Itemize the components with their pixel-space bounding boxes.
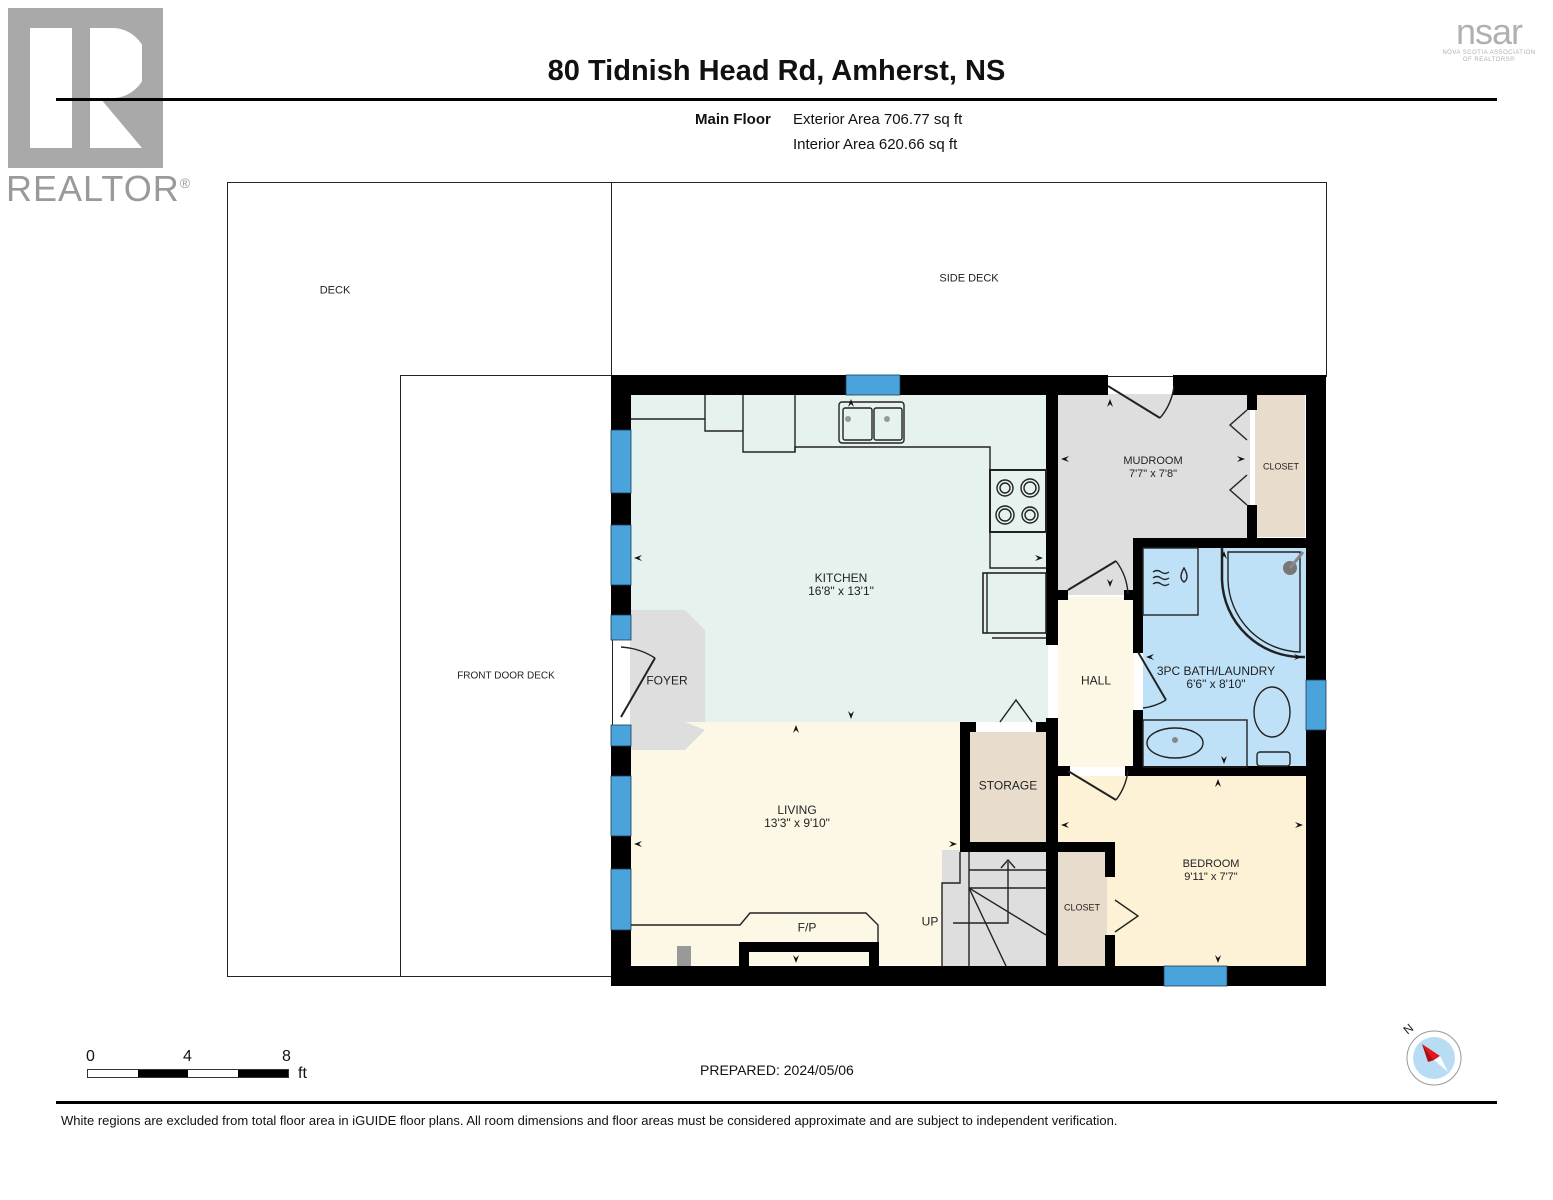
storage-floor — [968, 732, 1046, 842]
footer-divider — [56, 1101, 1497, 1104]
side-deck-area: SIDE DECK — [611, 182, 1327, 377]
front-door-deck-area: FRONT DOOR DECK — [400, 375, 612, 977]
room-foyer: FOYER — [646, 673, 688, 688]
interior-area: Interior Area 620.66 sq ft — [793, 136, 958, 153]
prepared-date: PREPARED: 2024/05/06 — [700, 1062, 854, 1078]
disclaimer-text: White regions are excluded from total fl… — [61, 1113, 1118, 1128]
nsar-logo: nsar NOVA SCOTIA ASSOCIATION OF REALTORS… — [1432, 14, 1546, 64]
fireplace-vent — [677, 946, 691, 966]
nsar-wordmark: nsar — [1455, 11, 1523, 52]
walls — [611, 375, 1326, 986]
dimension-arrows — [634, 399, 1303, 963]
realtor-wordmark: REALTOR® — [6, 168, 192, 209]
hall-floor — [1058, 597, 1134, 767]
compass-icon: N — [1400, 1021, 1466, 1088]
bedroom-closet-floor — [1058, 850, 1107, 966]
stairs-up-label: UP — [921, 914, 939, 929]
room-storage: STORAGE — [978, 778, 1038, 793]
side-deck-label: SIDE DECK — [939, 272, 999, 285]
bath-floor — [1143, 547, 1306, 767]
realtor-r-glyph — [90, 28, 142, 148]
living-floor — [630, 722, 965, 965]
foyer-floor — [630, 610, 705, 750]
windows — [610, 374, 1327, 987]
scale-bar: 0 4 8 ft — [86, 1048, 307, 1082]
front-door-deck-label: FRONT DOOR DECK — [457, 670, 555, 682]
room-mudroom-closet: CLOSET — [1262, 461, 1300, 472]
fireplace-label: F/P — [797, 920, 817, 935]
realtor-logo — [8, 8, 163, 168]
stairs-floor — [942, 850, 1047, 966]
floor-name: Main Floor — [695, 111, 771, 128]
mudroom-closet-floor — [1255, 394, 1305, 537]
room-bedroom-closet: CLOSET — [1063, 902, 1101, 913]
room-hall: HALL — [1080, 673, 1112, 688]
page-title: 80 Tidnish Head Rd, Amherst, NS — [547, 55, 1006, 87]
header-divider — [56, 98, 1497, 101]
exterior-area: Exterior Area 706.77 sq ft — [793, 111, 963, 128]
mudroom-floor — [1058, 394, 1250, 595]
deck-label: DECK — [319, 284, 351, 297]
